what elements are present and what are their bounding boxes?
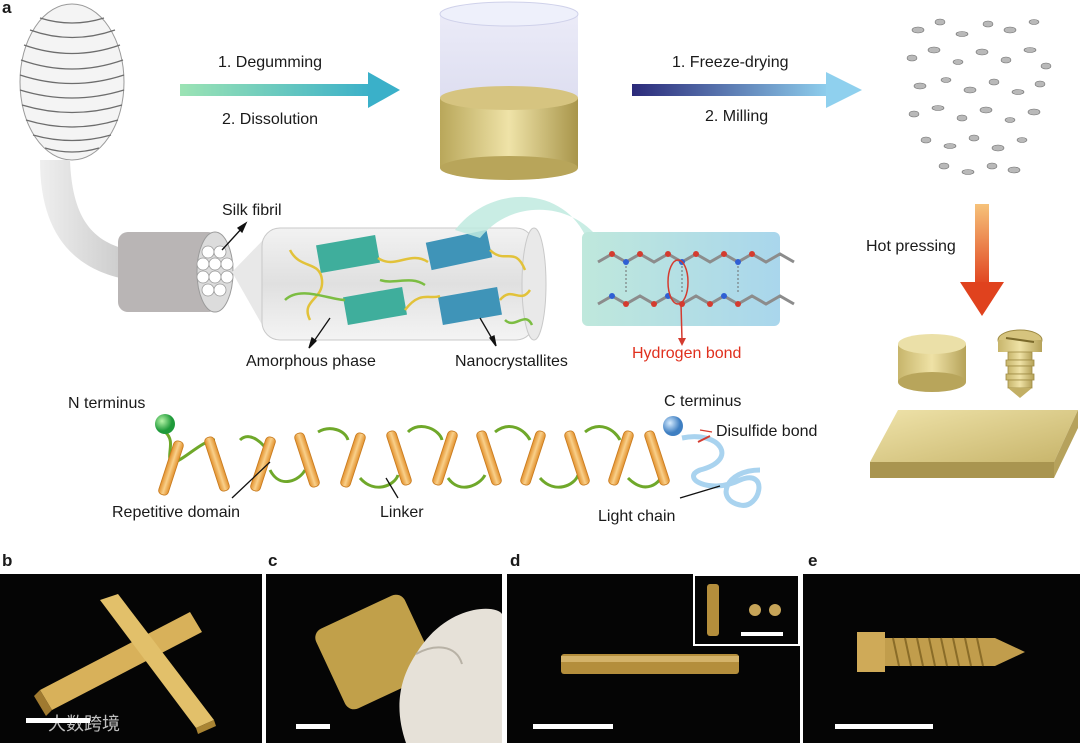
fibril-tube bbox=[261, 227, 535, 341]
scale-bar-b bbox=[26, 718, 90, 723]
scale-bar-e bbox=[835, 724, 933, 729]
powder-flakes bbox=[906, 18, 1052, 175]
cocoon-illustration bbox=[19, 3, 125, 161]
label-n-terminus: N terminus bbox=[68, 395, 146, 412]
beaker-illustration bbox=[439, 1, 579, 180]
photo-panel-b bbox=[0, 574, 262, 743]
arrow-degumming bbox=[180, 72, 400, 108]
plate-product bbox=[870, 410, 1078, 478]
screw-product bbox=[997, 329, 1043, 398]
label-repetitive-domain: Repetitive domain bbox=[112, 504, 241, 521]
label-hydrogen-bond: Hydrogen bond bbox=[632, 345, 742, 362]
scale-bar-d bbox=[533, 724, 613, 729]
inset-panel-d bbox=[693, 574, 800, 646]
disk-product bbox=[898, 334, 966, 392]
label-silk-fibril: Silk fibril bbox=[222, 202, 282, 219]
label-amorphous-phase: Amorphous phase bbox=[246, 353, 376, 370]
panel-a-letter: a bbox=[2, 0, 12, 17]
panel-e-letter: e bbox=[808, 551, 818, 570]
panel-b-letter: b bbox=[2, 551, 13, 570]
label-freeze-drying: 1. Freeze-drying bbox=[672, 54, 789, 71]
protein-chain bbox=[155, 414, 762, 508]
arrow-freeze-drying bbox=[632, 72, 862, 108]
watermark: 大数跨境 bbox=[48, 714, 120, 735]
label-hot-pressing: Hot pressing bbox=[866, 238, 956, 255]
panel-c-letter: c bbox=[268, 551, 278, 570]
light-chain-curve bbox=[681, 434, 762, 508]
label-degumming: 1. Degumming bbox=[218, 54, 323, 71]
label-c-terminus: C terminus bbox=[664, 393, 742, 410]
photo-panel-d bbox=[507, 574, 800, 743]
scale-bar-d-inset bbox=[741, 632, 783, 636]
amorphous-chains bbox=[288, 249, 532, 321]
fiber-strand bbox=[40, 160, 130, 280]
scale-bar-c bbox=[296, 724, 330, 729]
label-nanocrystallites: Nanocrystallites bbox=[455, 353, 568, 370]
label-disulfide-bond: Disulfide bond bbox=[716, 423, 818, 440]
label-light-chain: Light chain bbox=[598, 508, 676, 525]
arrow-hot-pressing bbox=[960, 204, 1004, 316]
photo-panel-c bbox=[266, 574, 502, 743]
label-milling: 2. Milling bbox=[705, 108, 769, 125]
label-dissolution: 2. Dissolution bbox=[222, 111, 319, 128]
fibril-bundle bbox=[118, 232, 218, 312]
photo-panel-e bbox=[803, 574, 1080, 743]
panel-d-letter: d bbox=[510, 551, 521, 570]
nanocrystallite-blocks bbox=[316, 229, 502, 325]
label-linker: Linker bbox=[380, 504, 424, 521]
